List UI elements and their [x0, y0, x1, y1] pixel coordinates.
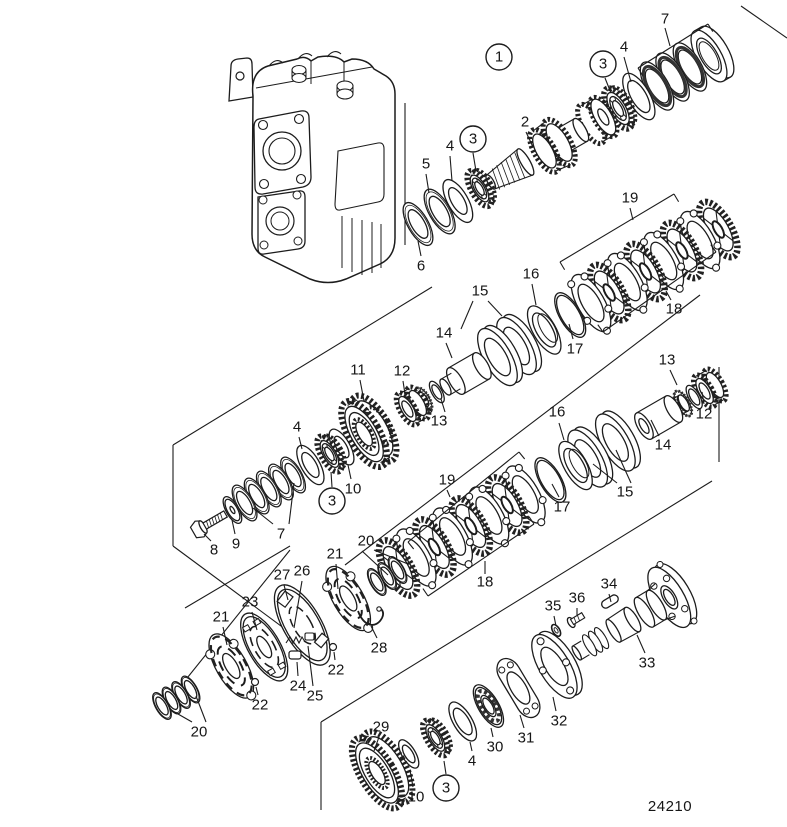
callout-22: 22	[328, 662, 345, 679]
callout-27: 27	[274, 567, 291, 584]
callout-17: 17	[567, 341, 584, 358]
callout-8: 8	[210, 542, 218, 559]
callout-15: 15	[617, 484, 634, 501]
callout-circle-3	[589, 50, 617, 78]
callout-28: 28	[371, 640, 388, 657]
callout-circle-1	[485, 43, 513, 71]
callout-30: 30	[487, 739, 504, 756]
callout-34: 34	[601, 576, 618, 593]
callout-circle-3	[459, 125, 487, 153]
input-shaft-assembly	[402, 25, 735, 247]
callout-3: 3	[328, 493, 336, 510]
callout-4: 4	[446, 138, 454, 155]
callout-12: 12	[696, 406, 713, 423]
callout-35: 35	[545, 598, 562, 615]
small-parts	[250, 606, 385, 687]
callout-22: 22	[252, 697, 269, 714]
callout-26: 26	[294, 563, 311, 580]
callout-31: 31	[518, 730, 535, 747]
callout-14: 14	[655, 437, 672, 454]
callout-7: 7	[661, 11, 669, 28]
callout-7: 7	[277, 526, 285, 543]
callout-3: 3	[442, 780, 450, 797]
callout-2: 2	[521, 114, 529, 131]
callout-10: 10	[345, 481, 362, 498]
mainshaft-assembly	[189, 198, 741, 539]
callout-leader-lines	[170, 23, 717, 788]
callout-25: 25	[307, 688, 324, 705]
callout-13: 13	[431, 413, 448, 430]
callout-circle-3	[432, 774, 460, 802]
figure-number: 24210	[648, 798, 692, 815]
callout-15: 15	[472, 283, 489, 300]
callout-4: 4	[620, 39, 628, 56]
callout-32: 32	[551, 713, 568, 730]
callout-33: 33	[639, 655, 656, 672]
callout-23: 23	[242, 594, 259, 611]
callout-3: 3	[469, 131, 477, 148]
callout-24: 24	[290, 678, 307, 695]
lower-clutch-shaft-assembly	[375, 366, 729, 599]
callout-16: 16	[523, 266, 540, 283]
callout-36: 36	[569, 590, 586, 607]
callout-10: 10	[408, 789, 425, 806]
callout-14: 14	[436, 325, 453, 342]
callout-17: 17	[554, 499, 571, 516]
callout-29: 29	[373, 719, 390, 736]
callout-4: 4	[468, 753, 476, 770]
gearbox-housing-drawing	[228, 51, 396, 284]
callout-18: 18	[666, 301, 683, 318]
callout-1: 1	[495, 49, 503, 66]
callout-13: 13	[659, 352, 676, 369]
callout-5: 5	[422, 156, 430, 173]
callout-circle-3	[318, 487, 346, 515]
callout-12: 12	[394, 363, 411, 380]
callout-18: 18	[477, 574, 494, 591]
callout-9: 9	[232, 536, 240, 553]
output-shaft-assembly	[348, 560, 698, 812]
callout-21: 21	[327, 546, 344, 563]
callout-6: 6	[417, 258, 425, 275]
callout-21: 21	[213, 609, 230, 626]
callout-19: 19	[622, 190, 639, 207]
callout-16: 16	[549, 404, 566, 421]
callout-20: 20	[191, 724, 208, 741]
callout-20: 20	[358, 533, 375, 550]
shift-mechanism-assembly	[152, 555, 408, 721]
callout-19: 19	[439, 472, 456, 489]
callout-11: 11	[350, 362, 366, 379]
exploded-parts	[152, 25, 741, 812]
callout-4: 4	[293, 419, 301, 436]
callout-3: 3	[599, 56, 607, 73]
